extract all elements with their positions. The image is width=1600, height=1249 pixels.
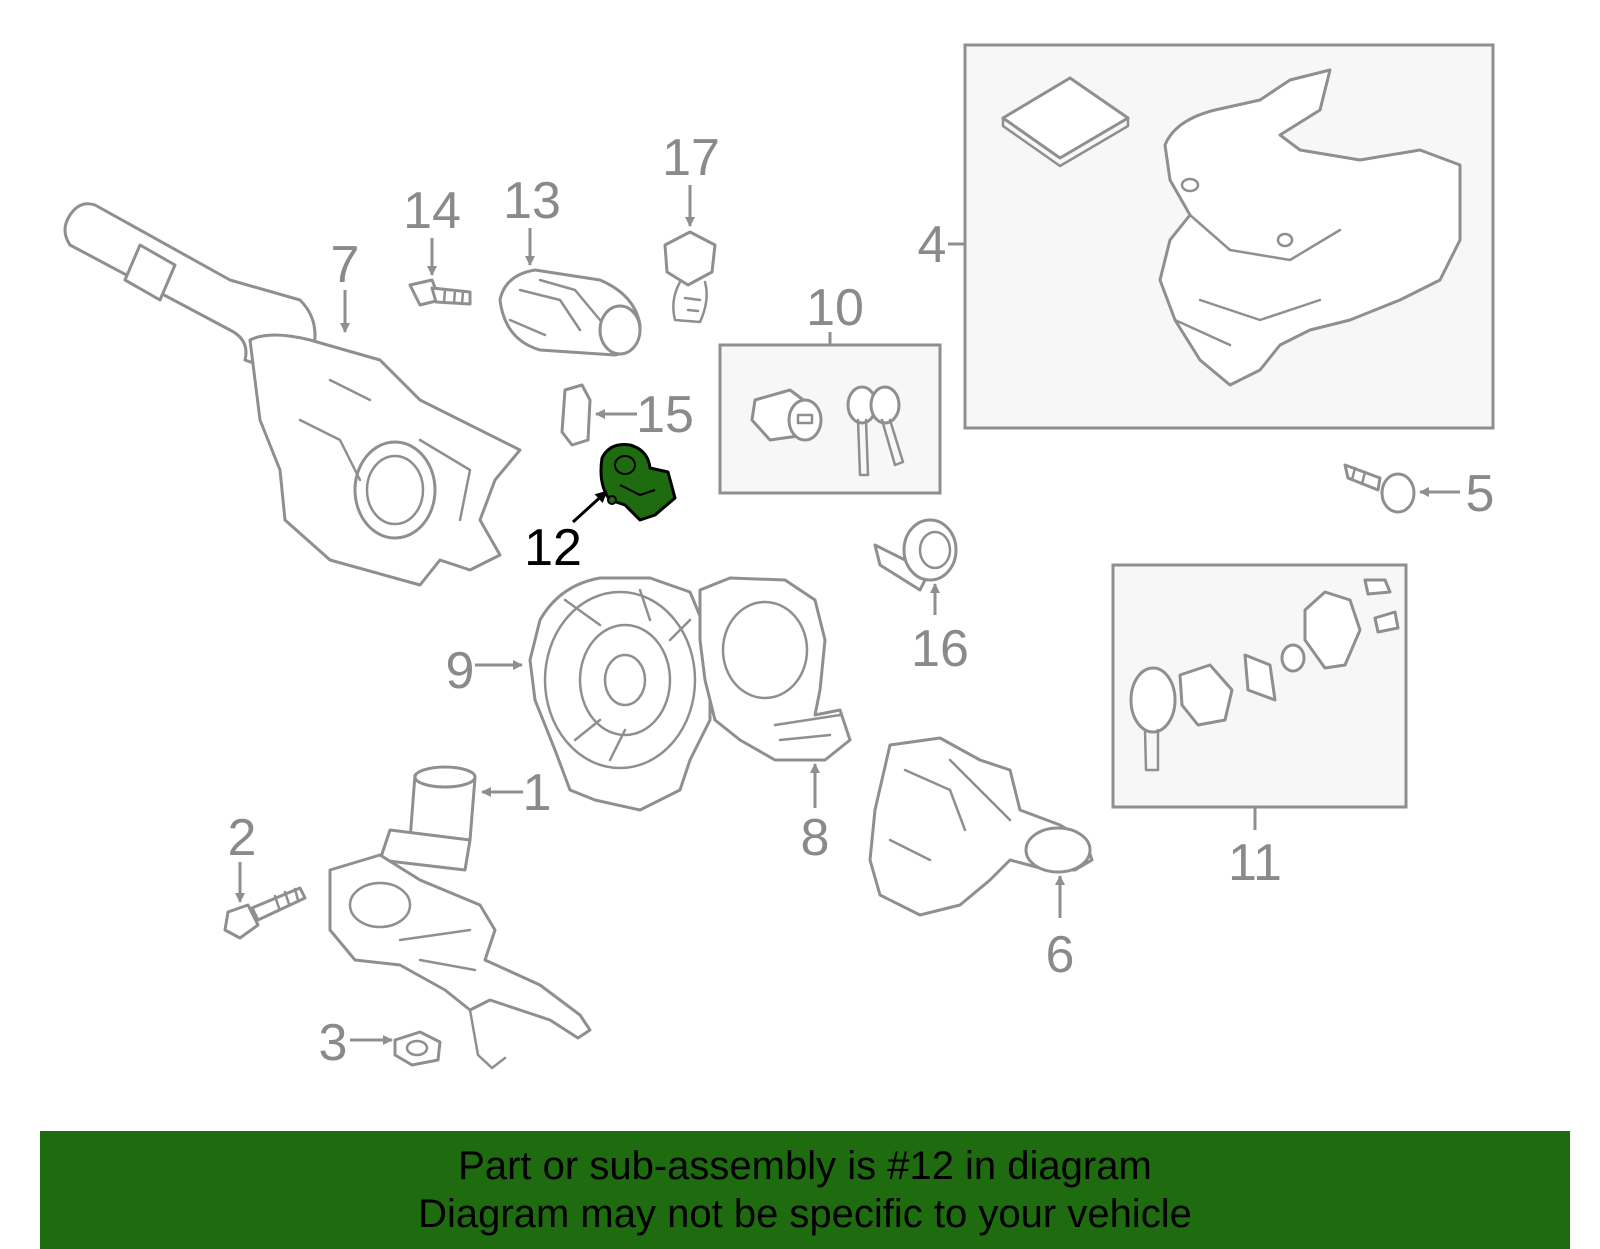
part-7-combination-switch <box>63 202 522 587</box>
callout-6: 6 <box>1046 926 1075 984</box>
callout-7: 7 <box>331 236 360 294</box>
callout-15: 15 <box>636 386 694 444</box>
callout-16: 16 <box>911 620 969 678</box>
part-2-bolt <box>223 886 307 940</box>
part-13-ignition-switch <box>498 268 642 357</box>
callout-1: 1 <box>523 764 552 822</box>
part-12-sensor-highlighted <box>599 443 677 522</box>
part-15-clip <box>560 383 592 447</box>
part-11-key-fob-box <box>1111 563 1408 809</box>
callout-2: 2 <box>228 809 257 867</box>
part-4-column-cover-box <box>963 43 1495 430</box>
callout-10: 10 <box>806 279 864 337</box>
steering-column-shaft <box>328 853 592 1070</box>
part-9-spiral-cable <box>528 576 712 812</box>
callout-9: 9 <box>446 642 475 700</box>
part-8-sensor-assembly <box>698 576 852 762</box>
callout-14: 14 <box>403 182 461 240</box>
callout-5: 5 <box>1466 465 1495 523</box>
info-banner: Part or sub-assembly is #12 in diagram D… <box>40 1131 1570 1249</box>
callout-17: 17 <box>662 129 720 187</box>
banner-line-part-info: Part or sub-assembly is #12 in diagram <box>458 1144 1152 1188</box>
callout-13: 13 <box>503 172 561 230</box>
callout-4: 4 <box>918 216 947 274</box>
part-3-nut <box>393 1030 442 1067</box>
callout-labels: 7 14 13 17 15 10 4 5 12 16 11 9 8 6 1 2 … <box>228 129 1495 1072</box>
part-16-switch <box>873 518 958 592</box>
banner-line-disclaimer: Diagram may not be specific to your vehi… <box>418 1192 1192 1236</box>
part-6-turn-signal-switch <box>868 736 1094 917</box>
part-17-connector <box>663 230 717 324</box>
callout-11: 11 <box>1228 834 1282 892</box>
part-10-key-set-box <box>718 343 942 495</box>
part-1-steering-motor <box>378 765 477 872</box>
callout-12-highlighted: 12 <box>524 519 582 577</box>
part-14-bolt <box>408 278 472 307</box>
part-5-screw <box>1343 463 1416 514</box>
leader-lines <box>235 185 1460 1045</box>
callout-8: 8 <box>801 809 830 867</box>
callout-3: 3 <box>319 1014 348 1072</box>
